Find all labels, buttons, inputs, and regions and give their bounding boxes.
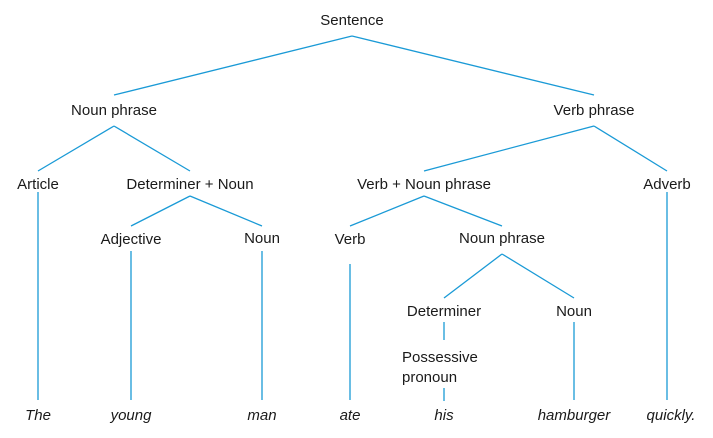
edge-noun-phrase-to-article — [37, 125, 115, 172]
edge-verb-phrase-to-verb-noun-phrase — [423, 125, 595, 172]
node-noun-phrase: Noun phrase — [71, 102, 157, 119]
edge-verb-noun-phrase-to-noun-phrase — [423, 195, 503, 227]
node-sentence: Sentence — [320, 12, 383, 29]
node-noun-phrase-object: Noun phrase — [459, 230, 545, 247]
edge-noun-phrase-to-determiner-noun — [113, 125, 191, 172]
tree-word-leaves: The young man ate his hamburger quickly. — [25, 407, 695, 424]
node-verb-noun-phrase: Verb + Noun phrase — [357, 176, 491, 193]
tree-node-labels: Sentence Noun phrase Verb phrase Article… — [17, 12, 691, 386]
node-verb: Verb — [335, 231, 366, 248]
edge-verb-phrase-to-adverb — [593, 125, 668, 172]
node-noun: Noun — [244, 230, 280, 247]
word-hamburger: hamburger — [538, 407, 612, 424]
edge-sentence-to-verb-phrase — [351, 35, 595, 96]
word-young: young — [110, 407, 153, 424]
node-adverb: Adverb — [643, 176, 691, 193]
word-his: his — [434, 407, 454, 424]
node-determiner-noun: Determiner + Noun — [126, 176, 253, 193]
edge-determiner-noun-to-adjective — [130, 195, 191, 227]
node-determiner: Determiner — [407, 303, 481, 320]
edge-noun-phrase-to-noun — [501, 253, 575, 299]
node-article: Article — [17, 176, 59, 193]
node-possessive-pronoun-line1: Possessive — [402, 349, 478, 366]
tree-edges — [37, 35, 668, 401]
word-quickly: quickly. — [647, 407, 696, 424]
edge-determiner-noun-to-noun — [189, 195, 263, 227]
node-adjective: Adjective — [101, 231, 162, 248]
node-noun-object: Noun — [556, 303, 592, 320]
edge-noun-phrase-to-determiner — [443, 253, 503, 299]
word-man: man — [247, 407, 276, 424]
edge-verb-noun-phrase-to-verb — [349, 195, 425, 227]
edge-sentence-to-noun-phrase — [113, 35, 353, 96]
word-the: The — [25, 407, 51, 424]
node-verb-phrase: Verb phrase — [554, 102, 635, 119]
word-ate: ate — [340, 407, 361, 424]
node-possessive-pronoun-line2: pronoun — [402, 369, 457, 386]
